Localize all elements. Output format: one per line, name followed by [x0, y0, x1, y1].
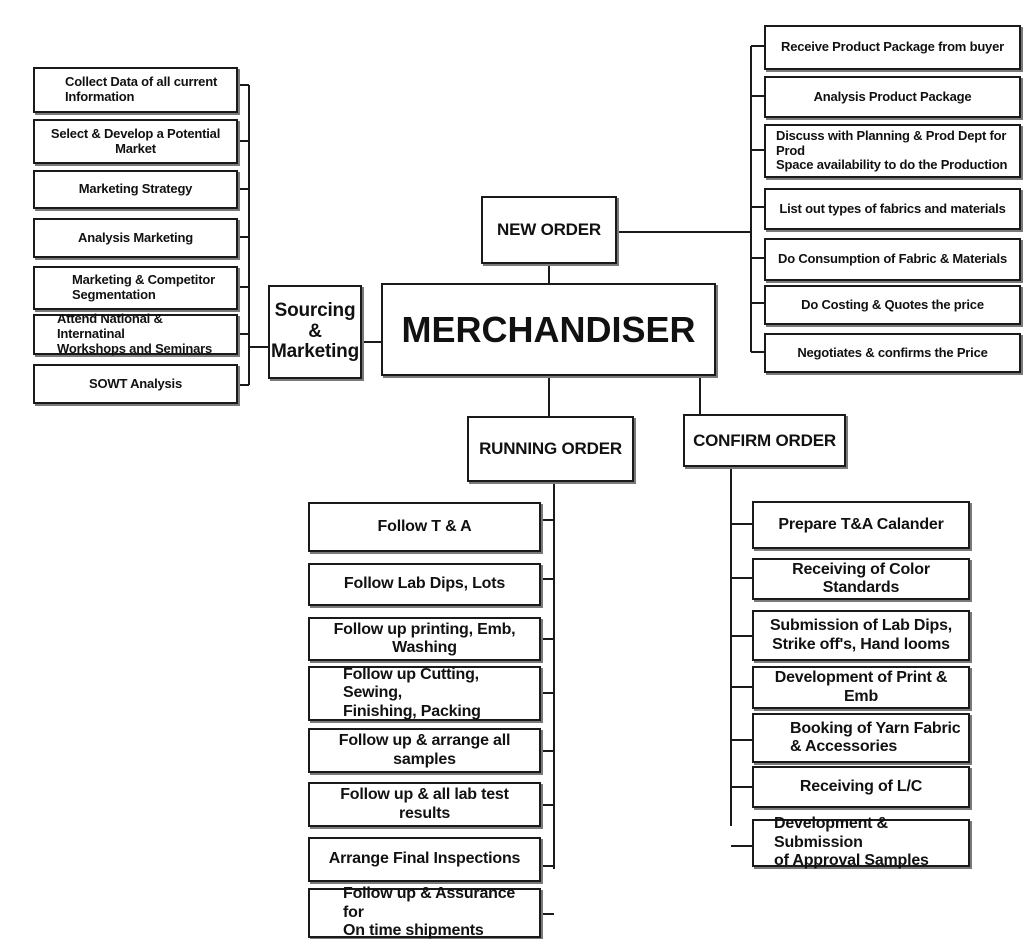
new-order-item: Discuss with Planning & Prod Dept for Pr… [764, 124, 1021, 178]
merchandiser-node: MERCHANDISER [381, 283, 716, 376]
new-order-item: List out types of fabrics and materials [764, 188, 1021, 230]
new-order-label: NEW ORDER [497, 220, 601, 240]
new-order-item: Do Consumption of Fabric & Materials [764, 238, 1021, 281]
confirm-order-item: Booking of Yarn Fabric & Accessories [752, 713, 970, 763]
confirm-order-item: Development & Submission of Approval Sam… [752, 815, 970, 869]
running-order-item: Follow up & arrange all samples [308, 728, 541, 773]
new-order-item: Analysis Product Package [764, 76, 1021, 118]
running-order-item: Follow Lab Dips, Lots [308, 563, 541, 606]
running-order-item: Follow up & all lab test results [308, 782, 541, 827]
new-order-item: Negotiates & confirms the Price [764, 333, 1021, 373]
running-order-item: Follow up Cutting, Sewing, Finishing, Pa… [308, 666, 541, 721]
sourcing-item: Analysis Marketing [33, 218, 238, 258]
new-order-item: Receive Product Package from buyer [764, 25, 1021, 70]
sourcing-item: Attend National & Internatinal Workshops… [33, 311, 238, 356]
merchandiser-label: MERCHANDISER [401, 308, 696, 350]
confirm-order-item: Submission of Lab Dips, Strike off's, Ha… [752, 610, 970, 661]
running-order-label: RUNNING ORDER [479, 439, 622, 459]
running-order-item: Arrange Final Inspections [308, 837, 541, 882]
sourcing-marketing-label: Sourcing & Marketing [271, 299, 359, 363]
confirm-order-item: Receiving of L/C [752, 766, 970, 808]
confirm-order-item: Prepare T&A Calander [752, 501, 970, 549]
sourcing-item: Select & Develop a Potential Market [33, 119, 238, 164]
sourcing-item: Marketing & Competitor Segmentation [33, 266, 238, 310]
sourcing-item: Collect Data of all current Information [33, 67, 238, 113]
sourcing-item: Marketing Strategy [33, 170, 238, 209]
confirm-order-item: Development of Print & Emb [752, 666, 970, 709]
new-order-node: NEW ORDER [481, 196, 617, 264]
running-order-item: Follow up printing, Emb, Washing [308, 617, 541, 661]
running-order-item: Follow T & A [308, 502, 541, 552]
new-order-item: Do Costing & Quotes the price [764, 285, 1021, 325]
sourcing-marketing-node: Sourcing & Marketing [268, 285, 362, 379]
running-order-item: Follow up & Assurance for On time shipme… [308, 885, 541, 939]
confirm-order-node: CONFIRM ORDER [683, 414, 846, 467]
confirm-order-item: Receiving of Color Standards [752, 558, 970, 600]
sourcing-item: SOWT Analysis [33, 364, 238, 404]
confirm-order-label: CONFIRM ORDER [693, 430, 836, 450]
running-order-node: RUNNING ORDER [467, 416, 634, 482]
